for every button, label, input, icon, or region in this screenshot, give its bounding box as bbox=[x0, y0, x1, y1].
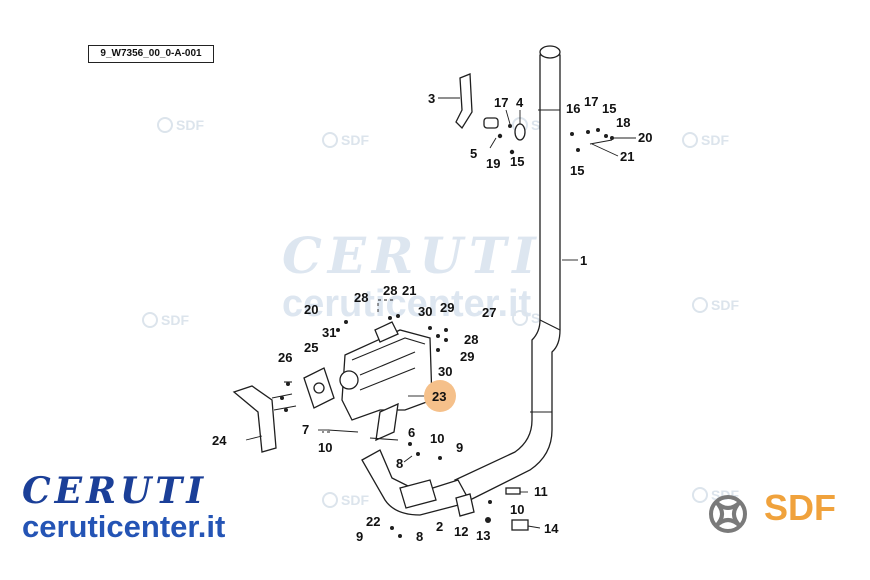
callout-23[interactable]: 23 bbox=[432, 389, 446, 404]
wm-sdf: SDF bbox=[701, 132, 729, 148]
callout-1[interactable]: 1 bbox=[580, 253, 587, 268]
callout-16[interactable]: 16 bbox=[566, 101, 580, 116]
callout-9[interactable]: 9 bbox=[356, 529, 363, 544]
callout-30[interactable]: 30 bbox=[438, 364, 452, 379]
callout-22[interactable]: 22 bbox=[366, 514, 380, 529]
brand-url[interactable]: ceruticenter.it bbox=[22, 509, 226, 544]
watermark-brand: CERUTI bbox=[282, 226, 542, 285]
highlight-circle bbox=[424, 380, 456, 412]
sdf-logo-text: SDF bbox=[764, 487, 836, 528]
bracket bbox=[232, 385, 277, 453]
sdf-logo-icon bbox=[709, 495, 747, 533]
callout-10[interactable]: 10 bbox=[430, 431, 444, 446]
callout-4[interactable]: 4 bbox=[516, 95, 524, 110]
callout-15[interactable]: 15 bbox=[510, 154, 524, 169]
lower-pipe bbox=[361, 449, 471, 516]
callout-15[interactable]: 15 bbox=[602, 101, 616, 116]
callout-8[interactable]: 8 bbox=[396, 456, 403, 471]
fastener-lines bbox=[271, 139, 613, 441]
callout-10[interactable]: 10 bbox=[510, 502, 524, 517]
callout-18[interactable]: 18 bbox=[616, 115, 630, 130]
callout-17[interactable]: 17 bbox=[494, 95, 508, 110]
callout-26[interactable]: 26 bbox=[278, 350, 292, 365]
callout-3[interactable]: 3 bbox=[428, 91, 435, 106]
muffler bbox=[339, 321, 433, 442]
clamp bbox=[455, 73, 473, 130]
callout-7[interactable]: 7 bbox=[302, 422, 309, 437]
bolt bbox=[505, 487, 521, 495]
diagram-code: 9_W7356_00_0-A-001 bbox=[88, 45, 214, 63]
callout-21[interactable]: 21 bbox=[402, 283, 416, 298]
callout-20[interactable]: 20 bbox=[304, 302, 318, 317]
callout-12[interactable]: 12 bbox=[454, 524, 468, 539]
callout-29[interactable]: 29 bbox=[440, 300, 454, 315]
callout-24[interactable]: 24 bbox=[212, 433, 227, 448]
callout-10[interactable]: 10 bbox=[318, 440, 332, 455]
callout-6[interactable]: 6 bbox=[408, 425, 415, 440]
callout-labels: 3 17 4 5 19 15 16 17 15 18 20 21 15 1 20… bbox=[212, 91, 652, 544]
hardware-dots bbox=[280, 124, 614, 538]
callout-31[interactable]: 31 bbox=[322, 325, 336, 340]
wm-sdf: SDF bbox=[176, 117, 204, 133]
leader-lines bbox=[245, 97, 636, 529]
callout-2[interactable]: 2 bbox=[436, 519, 443, 534]
callout-28[interactable]: 28 bbox=[383, 283, 397, 298]
brand-logo-text: CERUTI bbox=[22, 470, 208, 512]
callout-5[interactable]: 5 bbox=[470, 146, 477, 161]
callout-15[interactable]: 15 bbox=[570, 163, 584, 178]
wm-sdf: SDF bbox=[341, 132, 369, 148]
wm-sdf: SDF bbox=[161, 312, 189, 328]
watermark-url: ceruticenter.it bbox=[282, 283, 532, 325]
rubber-block bbox=[455, 493, 475, 517]
callout-21[interactable]: 21 bbox=[620, 149, 634, 164]
wm-sdf: SDF bbox=[341, 492, 369, 508]
callout-19[interactable]: 19 bbox=[486, 156, 500, 171]
bolt bbox=[511, 519, 529, 531]
grommet bbox=[514, 123, 526, 141]
callout-27[interactable]: 27 bbox=[482, 305, 496, 320]
callout-20[interactable]: 20 bbox=[638, 130, 652, 145]
callout-17[interactable]: 17 bbox=[584, 94, 598, 109]
callout-30[interactable]: 30 bbox=[418, 304, 432, 319]
wm-sdf: SDF bbox=[711, 297, 739, 313]
callout-8[interactable]: 8 bbox=[416, 529, 423, 544]
callout-13[interactable]: 13 bbox=[476, 528, 490, 543]
plug bbox=[483, 117, 499, 129]
callout-29[interactable]: 29 bbox=[460, 349, 474, 364]
callout-14[interactable]: 14 bbox=[544, 521, 559, 536]
callout-11[interactable]: 11 bbox=[534, 484, 548, 499]
assembly-dashes bbox=[322, 299, 396, 433]
callout-28[interactable]: 28 bbox=[354, 290, 368, 305]
callout-9[interactable]: 9 bbox=[456, 440, 463, 455]
callout-25[interactable]: 25 bbox=[304, 340, 318, 355]
callout-28[interactable]: 28 bbox=[464, 332, 478, 347]
